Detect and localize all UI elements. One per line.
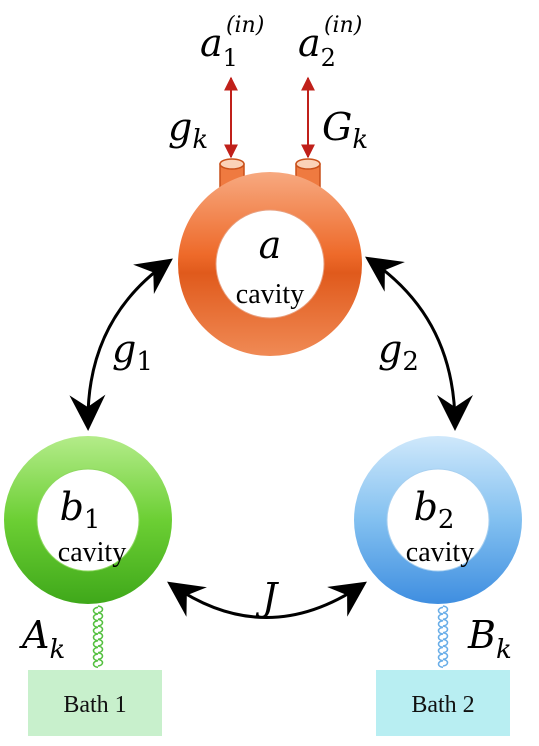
cavity-a-symbol: a: [259, 223, 282, 267]
coupling-arrow-J: [167, 581, 367, 619]
cavity-b1-symbol: b1: [60, 485, 101, 535]
bath1-label: Bath 1: [63, 692, 126, 718]
cavity-b1: [4, 436, 172, 604]
cavity-a: [178, 172, 362, 356]
spring-left: [92, 605, 104, 669]
cavity-b1-label: cavity: [58, 537, 126, 568]
bath1-box: Bath 1: [28, 670, 162, 736]
cavity-a-label: cavity: [236, 279, 304, 310]
bath2-coupling-label: Bk: [467, 613, 512, 665]
input-a1-label: a1(in): [200, 13, 264, 72]
bath1-coupling-label: Ak: [19, 613, 65, 665]
coupling-arrow-g2: [365, 256, 473, 431]
spring-right: [437, 605, 449, 669]
coupling-arrow-g1: [69, 258, 173, 431]
cavity-b2-symbol: b2: [414, 485, 455, 535]
coupling-gk-label: gk: [168, 105, 208, 155]
cavity-b2-label: cavity: [406, 537, 474, 568]
input-a2-label: a2(in): [298, 13, 362, 72]
bath2-label: Bath 2: [411, 692, 474, 718]
coupling-Gk-label: Gk: [322, 105, 368, 155]
coupling-J-label: J: [255, 575, 279, 619]
cavity-b2: [354, 436, 522, 604]
coupling-g1-label: g1: [112, 327, 153, 377]
bath2-box: Bath 2: [376, 670, 510, 736]
coupling-g2-label: g2: [378, 327, 419, 377]
